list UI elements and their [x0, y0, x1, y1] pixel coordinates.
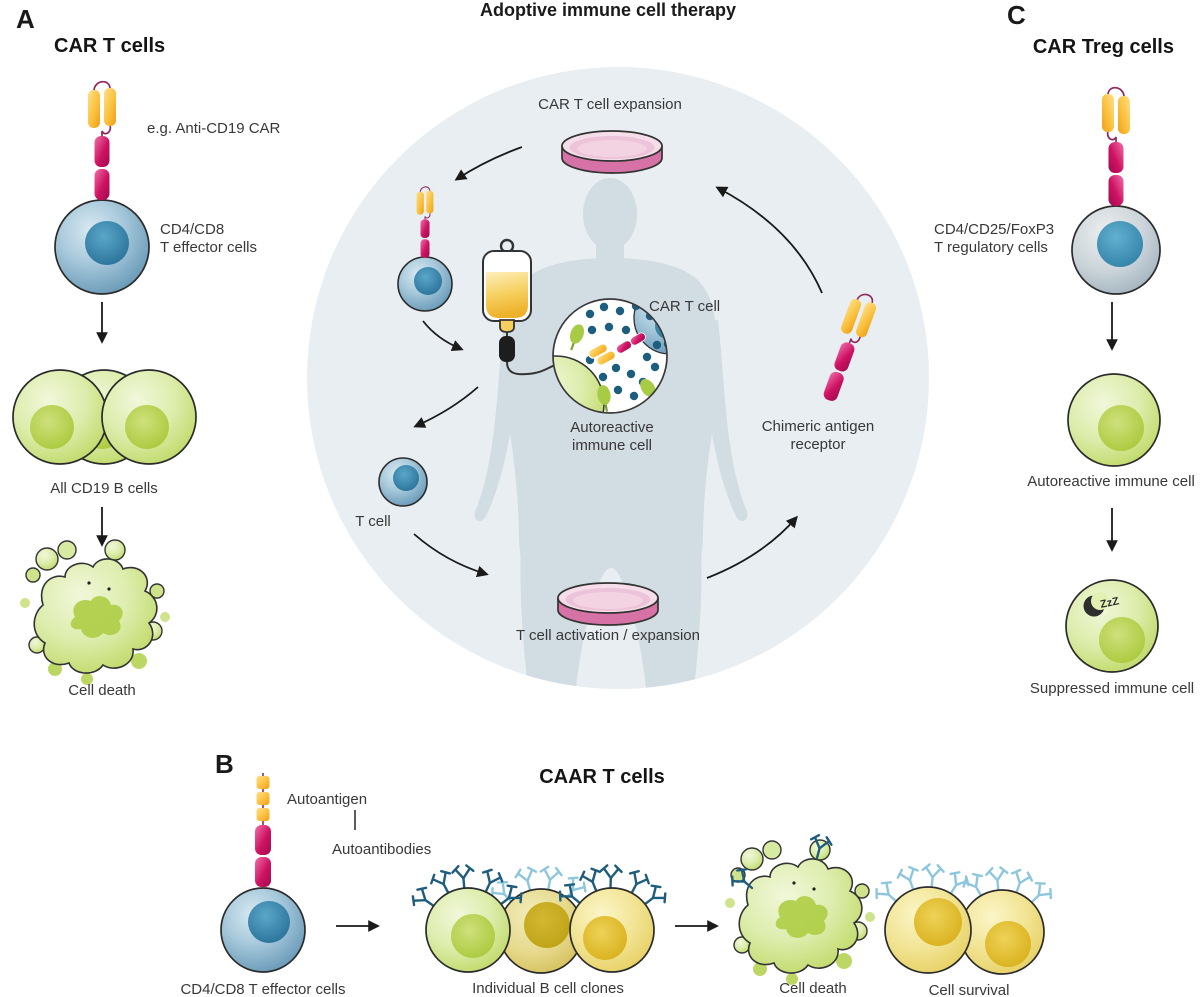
panel-b-autoantigen-label: Autoantigen	[287, 791, 367, 808]
panel-b-autoantibodies-label: Autoantibodies	[332, 841, 431, 858]
panel-c-autoreactive-label: Autoreactive immune cell	[1027, 473, 1195, 490]
arrow-t-cell-to-activation	[413, 533, 489, 578]
panel-c: C CAR Treg cells CD4/CD25/FoxP3 T regula…	[934, 0, 1195, 697]
activation-label: T cell activation / expansion	[516, 627, 700, 644]
panel-b: B CAAR T cells Autoantigen Autoantibodie…	[180, 749, 1057, 997]
arrow-receptor-to-expansion	[715, 186, 823, 294]
sleep-moon-icon	[1083, 592, 1109, 617]
activation-petri-dish	[557, 582, 659, 626]
silhouette-neck	[596, 236, 624, 262]
silhouette-head	[583, 178, 637, 250]
panel-c-suppressed-label: Suppressed immune cell	[1030, 680, 1194, 697]
panel-b-death-label: Cell death	[779, 980, 847, 997]
panel-c-car-treg-cell	[1071, 86, 1161, 295]
panel-a-cell-label-line2: T effector cells	[160, 239, 257, 256]
sleep-zzz-text: ZzZ	[1099, 595, 1120, 611]
panel-a-car-t-cell	[54, 80, 150, 295]
arrow-dish-to-car-t	[454, 146, 523, 181]
receptor-label-line1: Chimeric antigen	[762, 418, 875, 435]
panel-b-b-cell-clones	[407, 863, 671, 974]
t-cell-label: T cell	[355, 513, 391, 530]
expansion-label: CAR T cell expansion	[538, 96, 682, 113]
panel-b-clones-label: Individual B cell clones	[472, 980, 624, 997]
panel-b-surviving-clones	[871, 862, 1057, 975]
cycle-arrows	[413, 146, 823, 579]
figure-title: Adoptive immune cell therapy	[480, 0, 736, 20]
panel-c-heading: CAR Treg cells	[1033, 36, 1174, 58]
arrow-car-t-to-infusion	[422, 320, 464, 352]
panel-a: A CAR T cells e.g. Anti-CD19 CAR CD4/CD8…	[12, 4, 281, 699]
receptor-label-line2: receptor	[790, 436, 845, 453]
panel-c-cell-label-line1: CD4/CD25/FoxP3	[934, 221, 1054, 238]
silhouette-right-arm	[701, 320, 748, 522]
autoreactive-label-line1: Autoreactive	[570, 419, 653, 436]
autoreactive-label-line2: immune cell	[572, 437, 652, 454]
panel-a-heading: CAR T cells	[54, 35, 165, 57]
panel-c-car-receptor-icon	[1101, 86, 1131, 207]
panel-c-autoreactive-cell	[1067, 373, 1161, 467]
car-t-cell-label: CAR T cell	[649, 298, 720, 315]
arrow-activation-to-receptor	[706, 515, 798, 579]
iv-clamp-icon	[499, 336, 515, 362]
expansion-petri-dish	[561, 130, 663, 174]
panel-a-b-cells	[12, 369, 197, 465]
panel-b-caar-receptor-icon	[254, 772, 272, 888]
cycle-car-t-cell	[397, 186, 453, 312]
arrow-infusion-to-t-cell	[413, 386, 479, 428]
panel-b-survival-label: Cell survival	[929, 982, 1010, 997]
inset-target-antigen-pills	[587, 343, 617, 366]
panel-a-letter: A	[16, 4, 35, 34]
panel-a-outcome-label: Cell death	[68, 682, 136, 699]
panel-a-dying-cell	[19, 539, 171, 686]
panel-c-cell-label-line2: T regulatory cells	[934, 239, 1048, 256]
panel-a-receptor-note: e.g. Anti-CD19 CAR	[147, 120, 281, 137]
panel-b-caar-t-cell	[220, 772, 306, 973]
panel-b-effector-label: CD4/CD8 T effector cells	[180, 981, 345, 997]
panel-b-letter: B	[215, 749, 234, 779]
silhouette-legs	[520, 545, 702, 689]
iv-bag-icon	[482, 238, 571, 376]
panel-a-targets-label: All CD19 B cells	[50, 480, 158, 497]
panel-b-dying-clone	[724, 832, 876, 986]
panel-c-suppressed-cell: ZzZ	[1065, 579, 1159, 673]
panel-b-heading: CAAR T cells	[539, 766, 665, 788]
panel-a-cell-label-line1: CD4/CD8	[160, 221, 224, 238]
panel-a-car-receptor-icon	[87, 80, 117, 201]
inset-car-pills	[616, 332, 646, 354]
panel-c-letter: C	[1007, 0, 1026, 30]
cycle-t-cell	[378, 457, 428, 507]
